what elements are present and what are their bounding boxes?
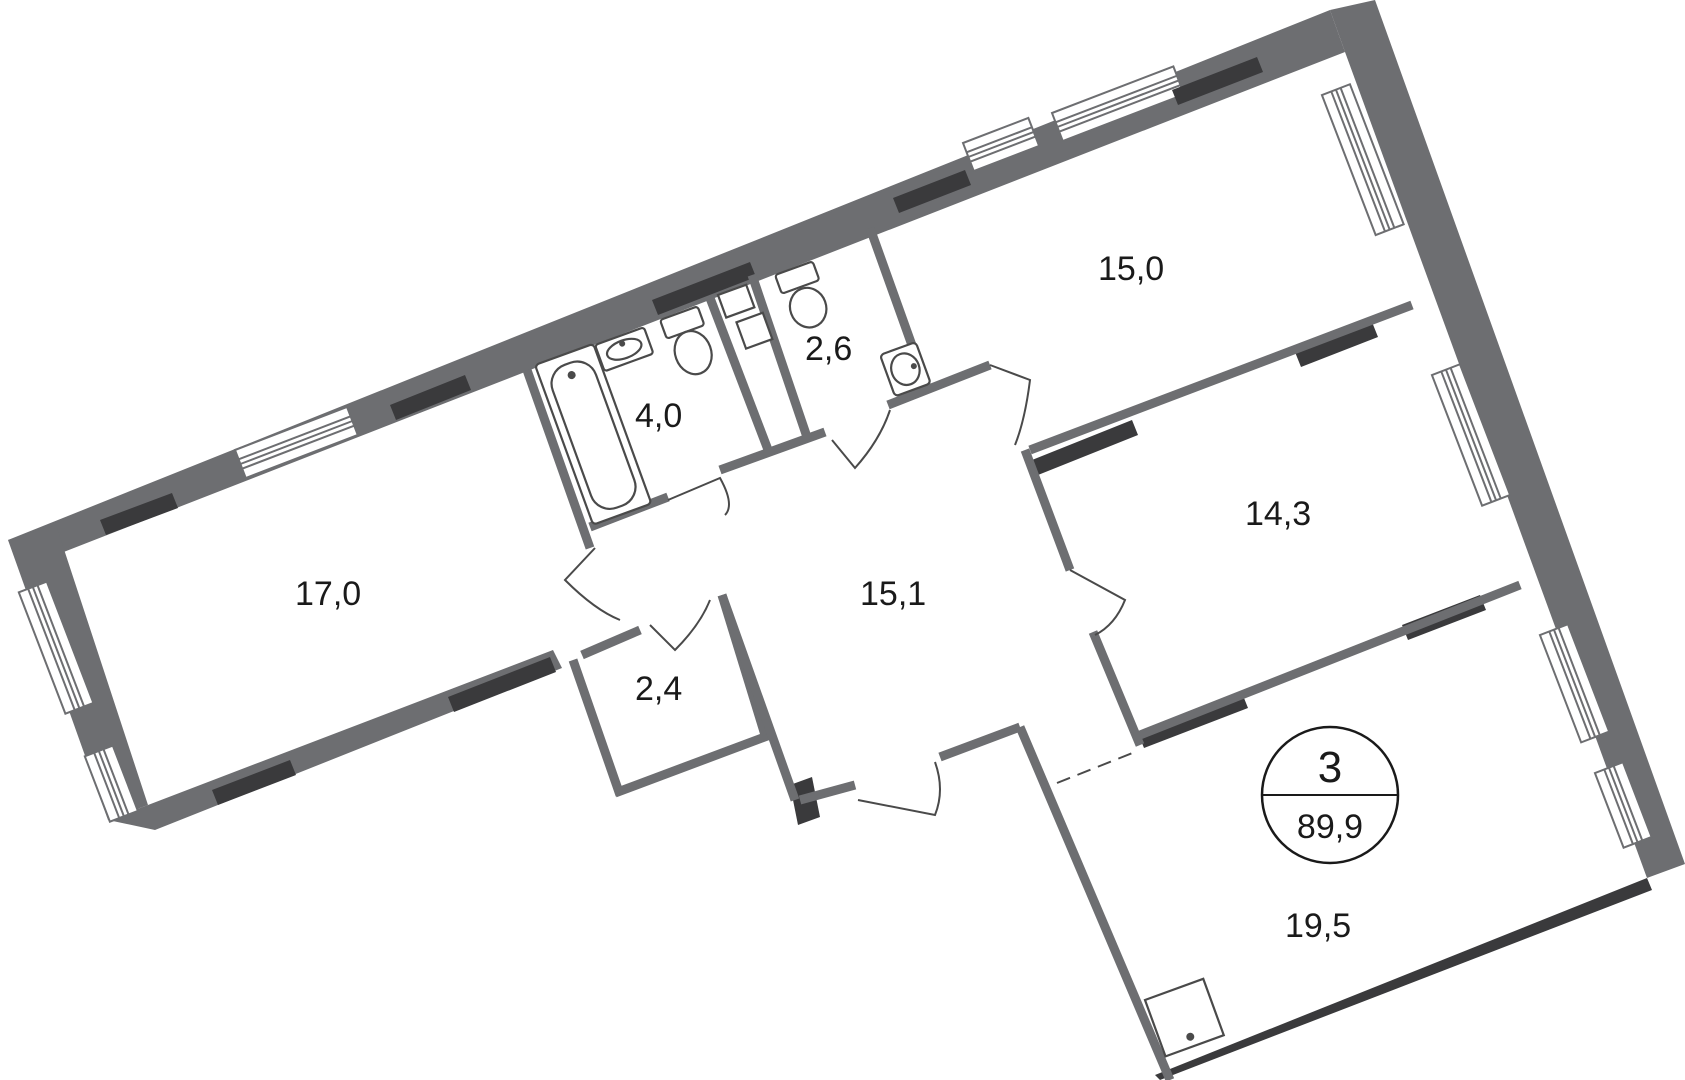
wall: [568, 658, 625, 797]
wall: [1138, 580, 1522, 740]
windows: [17, 65, 1653, 849]
room-area-toilet: 2,6: [805, 330, 852, 368]
column: [652, 262, 756, 315]
column: [448, 657, 556, 712]
outer-walls: [8, 0, 1685, 1080]
summary-badge: 3 89,9: [1260, 725, 1400, 865]
column: [100, 493, 178, 535]
wall: [1028, 300, 1414, 455]
column: [893, 170, 971, 213]
kitchen-sink: [1143, 977, 1226, 1058]
room-labels: 17,0 4,0 2,6 15,0 15,1 14,3 2,4 19,5: [295, 250, 1351, 945]
wall: [886, 360, 992, 410]
column: [1295, 322, 1378, 367]
wall: [1020, 448, 1075, 572]
wall: [580, 625, 642, 660]
window-top-1: [233, 405, 360, 480]
wall: [613, 730, 772, 798]
wall: [522, 368, 595, 550]
wall: [717, 593, 800, 802]
room-area-hall: 15,1: [860, 575, 926, 613]
door-swing: [989, 364, 1032, 446]
wall-bottom-right: [1155, 878, 1652, 1080]
door-swing: [857, 761, 941, 817]
room-area-living-left: 17,0: [295, 575, 361, 613]
window-right-4: [1593, 760, 1653, 849]
interior-walls: [522, 226, 1522, 1080]
wall: [938, 722, 1022, 762]
wall: [705, 296, 775, 457]
window-left-1: [17, 580, 95, 715]
room-area-bedroom-middle: 14,3: [1245, 495, 1311, 533]
column: [1032, 420, 1138, 475]
column: [390, 375, 471, 420]
wall: [798, 780, 857, 805]
window-right-2: [1430, 362, 1512, 508]
sink: [594, 326, 654, 372]
toilet: [774, 261, 828, 329]
door-swing: [563, 547, 621, 621]
window-top-3: [1050, 65, 1186, 143]
door-swing: [667, 476, 730, 516]
room-area-bathroom: 4,0: [635, 397, 682, 435]
fixtures: [535, 261, 1226, 1058]
window-right-1: [1320, 82, 1405, 237]
toilet: [659, 306, 713, 376]
column: [212, 760, 296, 805]
doors: [563, 364, 1127, 817]
wall: [1015, 725, 1175, 1080]
room-area-storage: 2,4: [635, 670, 682, 708]
door-swing: [1069, 569, 1127, 636]
sink: [880, 342, 931, 397]
room-area-kitchen-living: 19,5: [1285, 907, 1351, 945]
partition-dashed: [1056, 751, 1136, 784]
washing-machine: [716, 283, 774, 351]
wall: [747, 273, 813, 442]
door-swing: [649, 599, 711, 652]
door-swing: [831, 409, 891, 470]
badge-room-count: 3: [1318, 743, 1342, 792]
wall-right: [1330, 0, 1685, 878]
window-left-2: [83, 744, 140, 823]
wall: [1088, 630, 1145, 747]
column: [1172, 57, 1263, 105]
wall-bottom-left: [108, 650, 562, 830]
window-right-3: [1538, 622, 1611, 744]
room-area-bedroom-top: 15,0: [1098, 250, 1164, 288]
bathtub: [535, 343, 652, 525]
badge-total-area: 89,9: [1297, 808, 1363, 846]
window-top-2: [961, 116, 1041, 173]
